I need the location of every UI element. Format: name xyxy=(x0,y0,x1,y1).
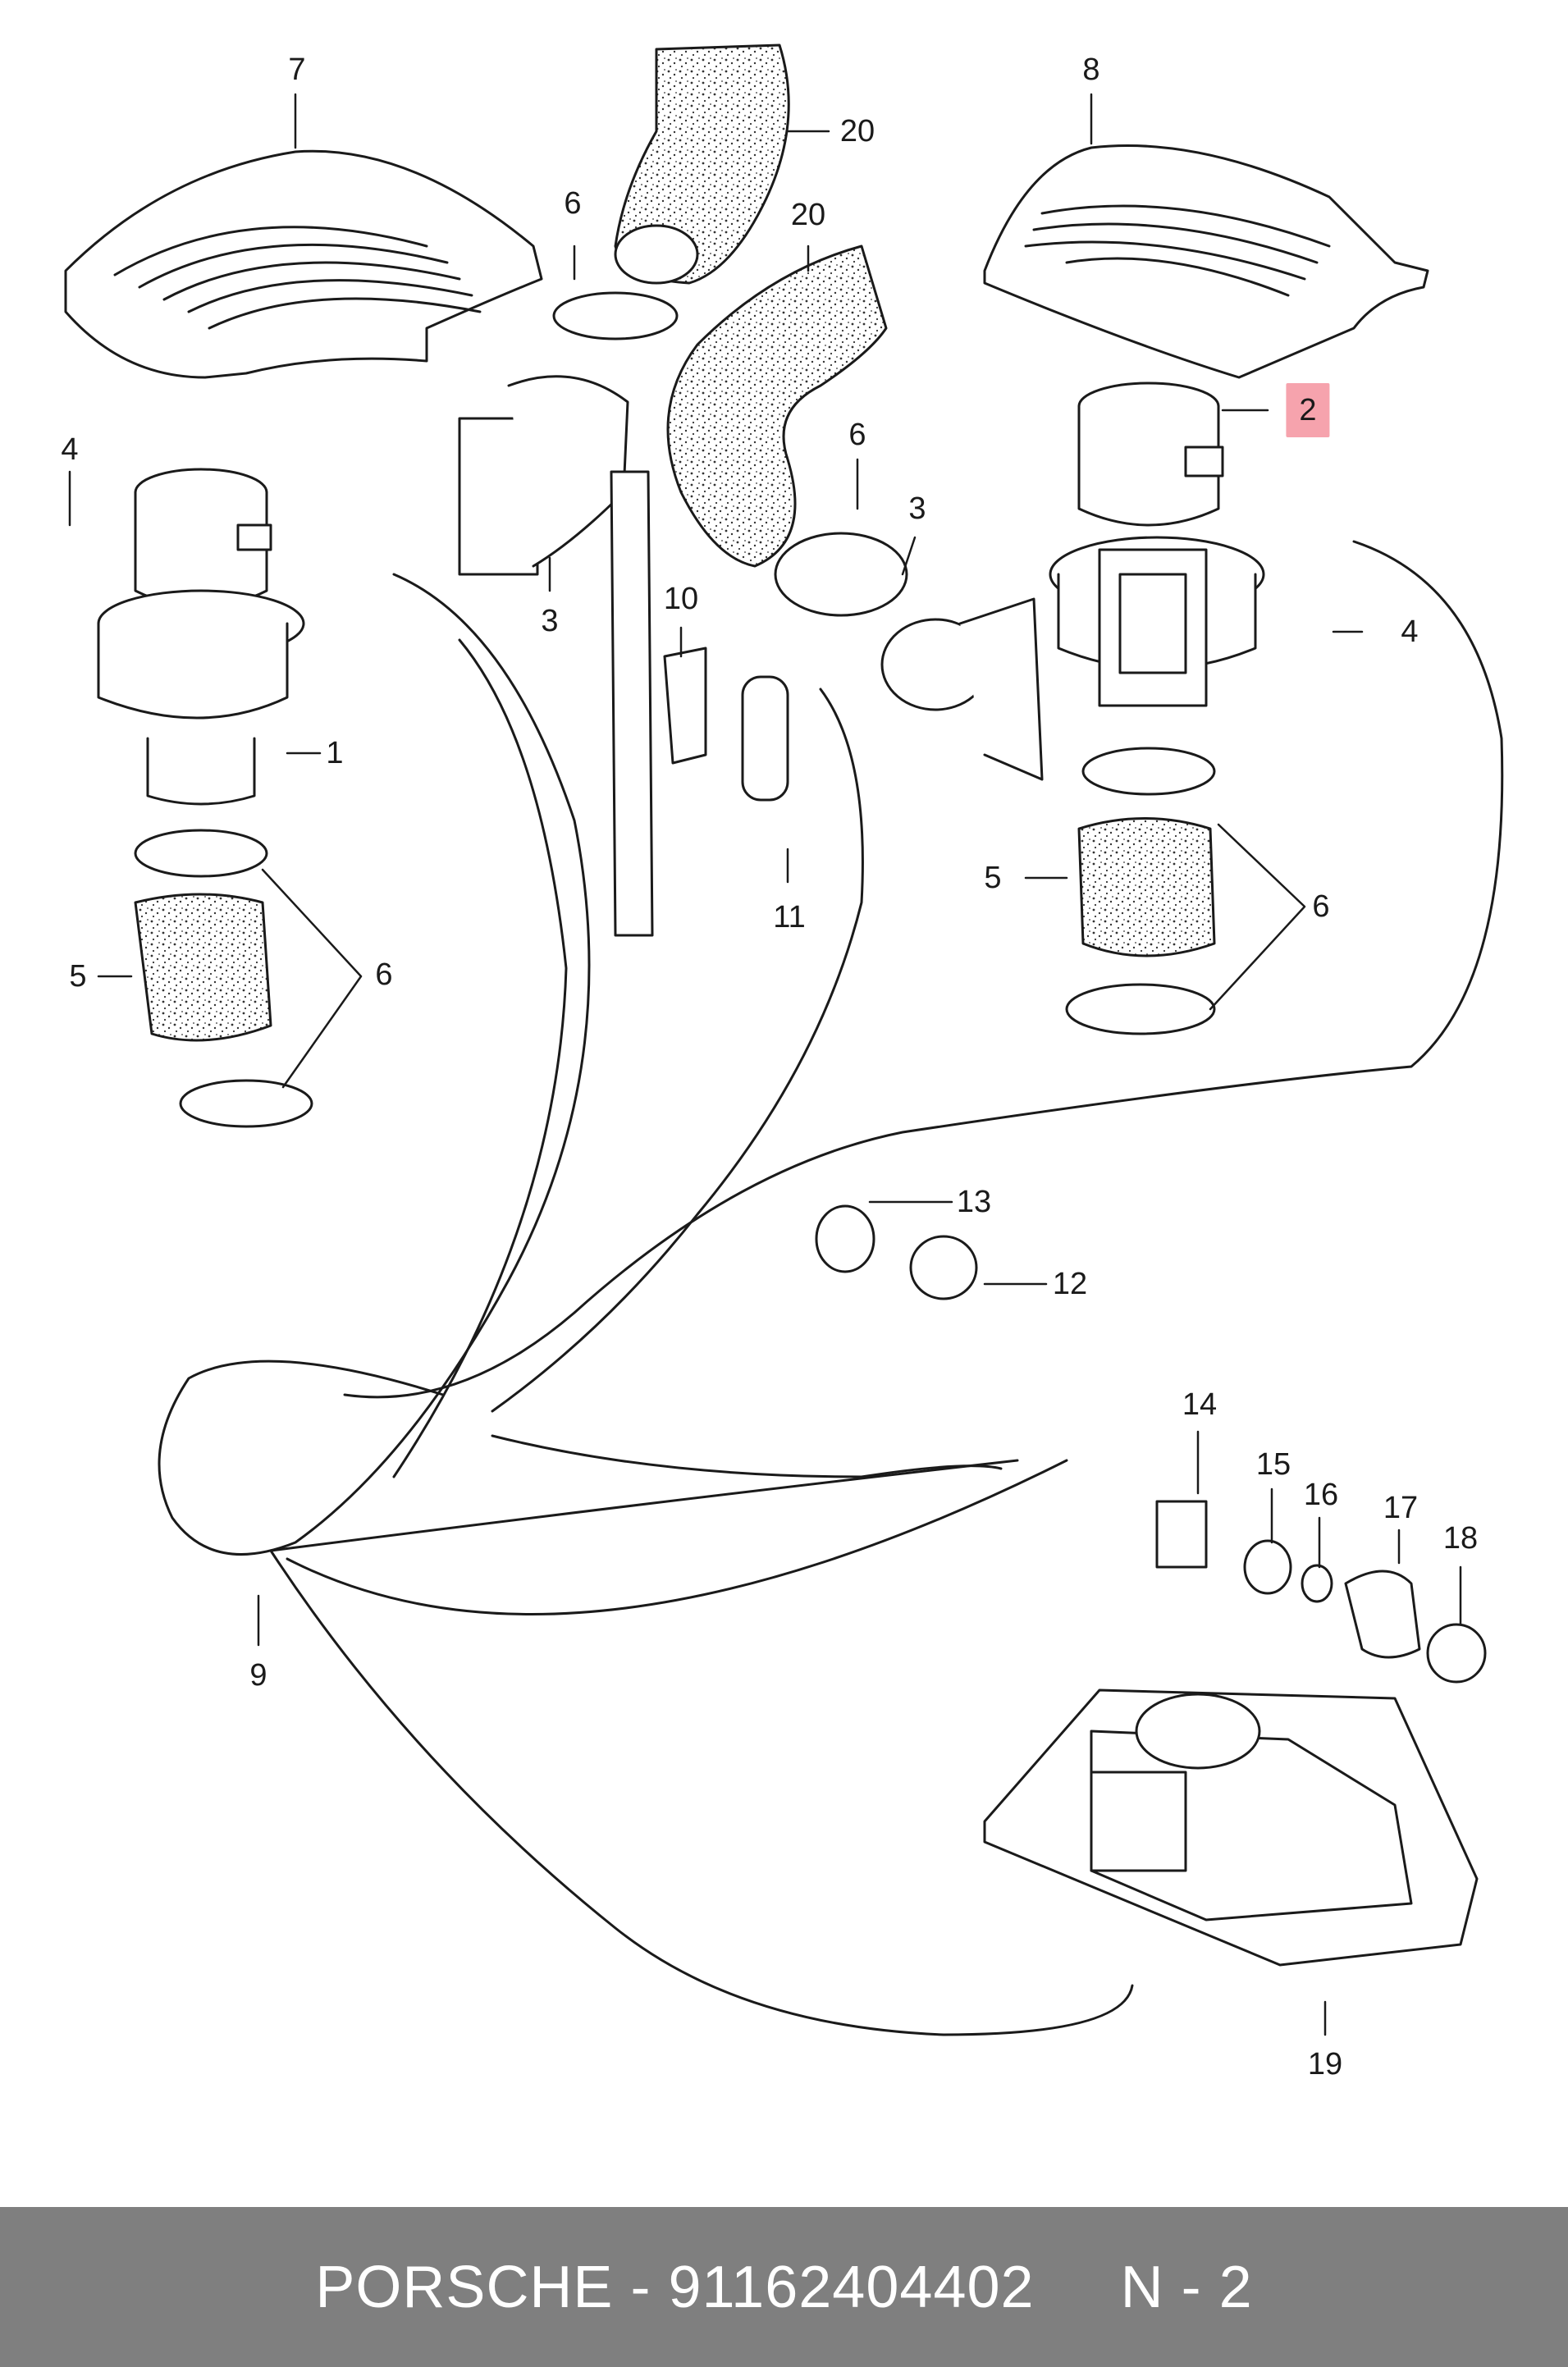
callout-18: 18 xyxy=(1442,1521,1479,1556)
callout-11: 11 xyxy=(773,900,806,934)
callout-14: 14 xyxy=(1182,1387,1218,1422)
callout-5: 5 xyxy=(69,959,87,994)
callout-5: 5 xyxy=(984,861,1002,895)
clamp-right-b xyxy=(1065,983,1216,1035)
callout-15: 15 xyxy=(1255,1447,1291,1482)
wiring-harness xyxy=(158,540,1504,2036)
callout-3: 3 xyxy=(541,604,559,638)
clamp-top-left xyxy=(552,291,679,340)
callout-6: 6 xyxy=(848,418,866,452)
elbow-duct-left xyxy=(458,375,629,576)
knob-17 xyxy=(1344,1570,1421,1659)
callout-6: 6 xyxy=(1312,889,1330,924)
cover-right xyxy=(983,144,1429,379)
heater-unit-19 xyxy=(983,1688,1479,1967)
cap-18 xyxy=(1426,1623,1487,1684)
callout-3: 3 xyxy=(908,491,926,526)
callout-4: 4 xyxy=(1401,615,1419,649)
callout-12: 12 xyxy=(1052,1267,1088,1301)
callout-2-highlighted: 2 xyxy=(1286,383,1330,437)
callout-6: 6 xyxy=(564,186,582,221)
clamp-right-a xyxy=(1081,747,1216,796)
switch-14 xyxy=(1155,1500,1208,1569)
callout-13: 13 xyxy=(956,1185,992,1219)
bracket-10 xyxy=(663,647,707,765)
callout-20: 20 xyxy=(790,198,826,232)
socket-13 xyxy=(815,1204,875,1273)
parts-diagram xyxy=(64,43,1504,2036)
elbow-duct-right xyxy=(880,597,1044,781)
part-number-label: PORSCHE - 91162404402 N - 2 xyxy=(315,2254,1253,2320)
clamp-left-b xyxy=(179,1079,313,1128)
resistor xyxy=(741,675,789,802)
callout-1: 1 xyxy=(326,736,344,770)
callout-6: 6 xyxy=(375,957,393,992)
callout-7: 7 xyxy=(288,53,306,87)
callout-17: 17 xyxy=(1383,1491,1419,1525)
clip-16 xyxy=(1301,1564,1333,1603)
callout-19: 19 xyxy=(1307,2047,1343,2081)
mounting-strip xyxy=(610,470,654,937)
cover-left xyxy=(64,149,543,379)
footer-bar: PORSCHE - 91162404402 N - 2 xyxy=(0,2207,1568,2367)
foam-sleeve-left xyxy=(134,893,272,1042)
foam-sleeve-right xyxy=(1077,817,1216,957)
blower-motor-left xyxy=(97,468,305,806)
foam-hose-top xyxy=(614,43,790,285)
grommet-12 xyxy=(909,1235,978,1300)
leader-lines xyxy=(68,93,1462,2036)
blower-motor-right xyxy=(1049,382,1265,707)
callout-9: 9 xyxy=(249,1658,267,1693)
callout-10: 10 xyxy=(663,582,699,616)
callout-20: 20 xyxy=(839,114,875,149)
nut-15 xyxy=(1243,1539,1292,1595)
foam-hose-middle xyxy=(666,244,888,568)
clamp-middle xyxy=(774,532,908,617)
callout-4: 4 xyxy=(61,432,79,467)
clamp-left-a xyxy=(134,829,268,878)
callout-16: 16 xyxy=(1303,1478,1339,1512)
callout-8: 8 xyxy=(1082,53,1100,87)
